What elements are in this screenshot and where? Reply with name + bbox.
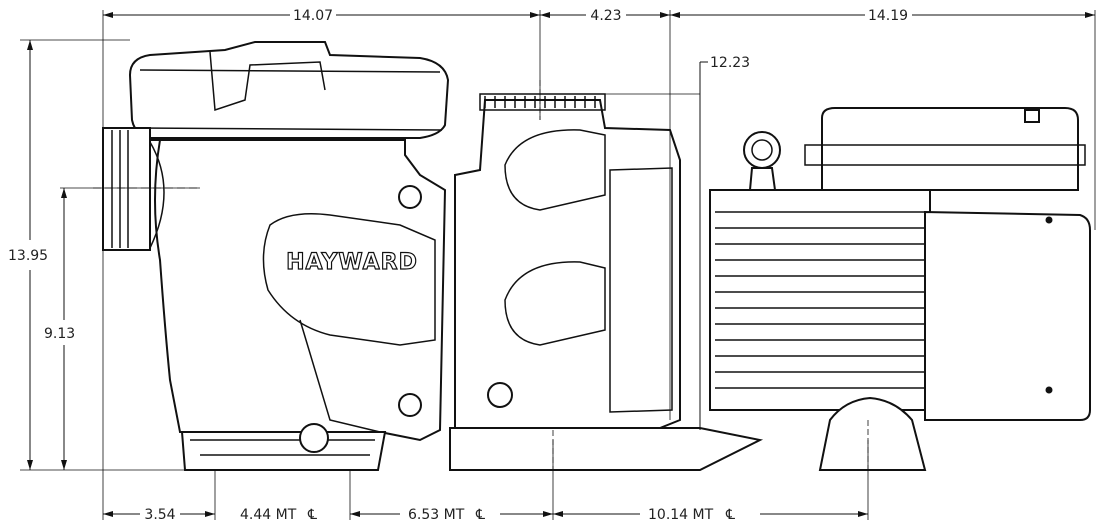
dim-4-23: 4.23	[590, 8, 621, 24]
dim-13-95: 13.95	[8, 248, 48, 264]
pump-volute-housing	[449, 93, 764, 471]
centerline-symbol-3: ℄	[725, 507, 735, 523]
dim-4-44-mt: 4.44 MT	[240, 507, 297, 523]
dimension-lines	[20, 10, 1096, 520]
centerline-symbol-2: ℄	[475, 507, 485, 523]
dim-14-07: 14.07	[293, 8, 333, 24]
dim-12-23: 12.23	[710, 55, 750, 71]
dim-3-54: 3.54	[144, 507, 175, 523]
dim-6-53-mt: 6.53 MT	[408, 507, 465, 523]
dim-9-13: 9.13	[44, 326, 75, 342]
centerline-symbol-1: ℄	[307, 507, 317, 523]
dim-10-14-mt: 10.14 MT	[648, 507, 714, 523]
pump-motor	[709, 107, 1091, 471]
brand-logo: HAYWARD	[286, 250, 418, 275]
dim-14-19: 14.19	[868, 8, 908, 24]
pump-strainer-housing	[102, 41, 450, 471]
